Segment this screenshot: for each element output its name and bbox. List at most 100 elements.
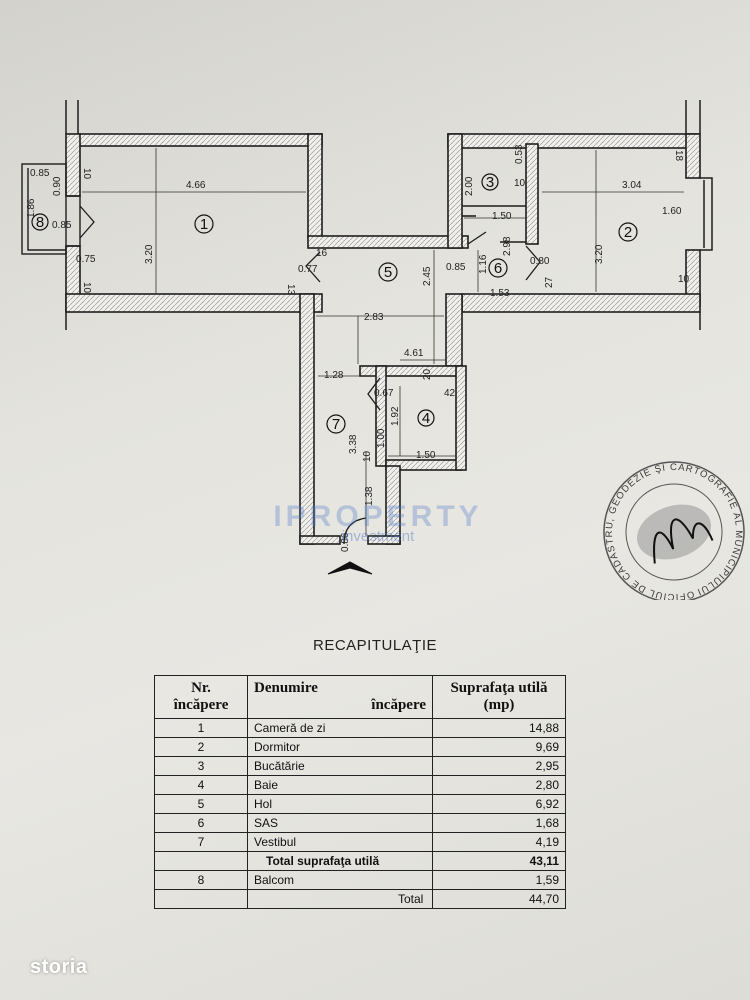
recap-table: Nr. încăpere Denumire încăpere Suprafaţa… bbox=[154, 675, 566, 909]
dim-label: 1.28 bbox=[324, 370, 344, 381]
dim-label: 0.85 bbox=[52, 220, 72, 231]
cell-nr: 5 bbox=[154, 794, 248, 814]
dim-label: 1.38 bbox=[364, 486, 375, 506]
dim-label: 2.45 bbox=[422, 266, 433, 286]
cell-name: Bucătărie bbox=[247, 756, 433, 776]
cell-name: Balcom bbox=[247, 870, 433, 890]
room-number-3: 3 bbox=[486, 174, 494, 191]
walls bbox=[65, 133, 701, 545]
dim-label: 4.61 bbox=[404, 348, 424, 359]
dim-label: 1.00 bbox=[376, 428, 387, 448]
cell-nr: 1 bbox=[154, 718, 248, 738]
header-text: încăpere bbox=[371, 697, 426, 713]
dim-label: 1.60 bbox=[662, 206, 682, 217]
cell-name: Total suprafaţa utilă bbox=[247, 851, 433, 871]
dim-label: 2.98 bbox=[502, 236, 513, 256]
room-number-1: 1 bbox=[200, 216, 208, 233]
dim-label: 1.50 bbox=[492, 211, 512, 222]
room-number-5: 5 bbox=[384, 264, 392, 281]
cell-name: Hol bbox=[247, 794, 433, 814]
dim-label: 0.77 bbox=[298, 264, 318, 275]
cell-area: 44,70 bbox=[432, 889, 566, 909]
dim-label: 2.83 bbox=[364, 312, 384, 323]
cell-area: 1,59 bbox=[432, 870, 566, 890]
dim-label: 3.20 bbox=[144, 244, 155, 264]
header-text: Nr. bbox=[191, 680, 211, 696]
dim-label: 16 bbox=[316, 248, 328, 259]
dim-label: 10 bbox=[678, 274, 690, 285]
dim-label: 0.67 bbox=[374, 388, 394, 399]
table-row: 6 SAS 1,68 bbox=[154, 813, 566, 833]
cell-area: 1,68 bbox=[432, 813, 566, 833]
header-text: încăpere bbox=[173, 697, 229, 713]
dim-label: 10 bbox=[362, 450, 373, 462]
dim-label: 0.86 bbox=[340, 532, 351, 552]
floor-plan: 1 2 3 4 5 6 7 8 4.66 3.20 10 10 13 0.77 … bbox=[0, 0, 750, 600]
room-number-6: 6 bbox=[494, 260, 502, 277]
cell-nr: 4 bbox=[154, 775, 248, 795]
dim-label: 3.04 bbox=[622, 180, 642, 191]
cell-area: 9,69 bbox=[432, 737, 566, 757]
dim-label: 0.75 bbox=[76, 254, 96, 265]
cell-name: Dormitor bbox=[247, 737, 433, 757]
cell-nr: 2 bbox=[154, 737, 248, 757]
table-row: 5 Hol 6,92 bbox=[154, 794, 566, 814]
entrance-arrow-icon bbox=[327, 561, 373, 575]
balcony-row: 8 Balcom 1,59 bbox=[154, 870, 566, 890]
cell-area: 6,92 bbox=[432, 794, 566, 814]
cell-nr bbox=[154, 851, 248, 871]
room-number-7: 7 bbox=[332, 416, 340, 433]
header-area: Suprafaţa utilă (mp) bbox=[432, 675, 566, 719]
cell-name: Baie bbox=[247, 775, 433, 795]
dim-label: 18 bbox=[673, 150, 684, 162]
header-name: Denumire încăpere bbox=[247, 675, 433, 719]
storia-logo: storia bbox=[30, 956, 88, 978]
table-row: 4 Baie 2,80 bbox=[154, 775, 566, 795]
room-number-2: 2 bbox=[624, 224, 632, 241]
dim-label: 1.53 bbox=[490, 288, 510, 299]
cell-name: Vestibul bbox=[247, 832, 433, 852]
table-row: 3 Bucătărie 2,95 bbox=[154, 756, 566, 776]
cell-name: Cameră de zi bbox=[247, 718, 433, 738]
dim-label: 10 bbox=[81, 168, 92, 180]
dim-label: 20 bbox=[422, 368, 433, 380]
cell-area: 2,95 bbox=[432, 756, 566, 776]
cell-area: 43,11 bbox=[432, 851, 566, 871]
dim-label: 1.16 bbox=[478, 254, 489, 274]
dim-label: 27 bbox=[544, 276, 555, 288]
table-row: 1 Cameră de zi 14,88 bbox=[154, 718, 566, 738]
dim-label: 0.90 bbox=[52, 176, 63, 196]
room-number-8: 8 bbox=[36, 214, 44, 231]
header-nr: Nr. încăpere bbox=[154, 675, 248, 719]
cell-area: 14,88 bbox=[432, 718, 566, 738]
dim-label: 1.92 bbox=[390, 406, 401, 426]
recap-title: RECAPITULAŢIE bbox=[312, 637, 438, 654]
subtotal-row: Total suprafaţa utilă 43,11 bbox=[154, 851, 566, 871]
table-row: 2 Dormitor 9,69 bbox=[154, 737, 566, 757]
dim-label: 10 bbox=[81, 282, 92, 294]
dimension-labels: 4.66 3.20 10 10 13 0.77 16 0.85 0.90 1.8… bbox=[26, 144, 690, 552]
cell-nr: 7 bbox=[154, 832, 248, 852]
dim-label: 2.00 bbox=[464, 176, 475, 196]
header-text: Denumire bbox=[254, 680, 318, 696]
dim-label: 0.85 bbox=[446, 262, 466, 273]
dim-label: 1.50 bbox=[416, 450, 436, 461]
dim-label: 13 bbox=[285, 284, 296, 296]
dim-label: 3.38 bbox=[348, 434, 359, 454]
cell-nr: 6 bbox=[154, 813, 248, 833]
cell-nr bbox=[154, 889, 248, 909]
cell-name: SAS bbox=[247, 813, 433, 833]
total-row: Total 44,70 bbox=[154, 889, 566, 909]
cell-name: Total bbox=[247, 889, 433, 909]
dim-label: 0.80 bbox=[530, 256, 550, 267]
dim-label: 1.86 bbox=[26, 198, 37, 218]
dim-label: 0.53 bbox=[514, 144, 525, 164]
dim-label: 42 bbox=[444, 388, 456, 399]
table-row: 7 Vestibul 4,19 bbox=[154, 832, 566, 852]
dim-label: 10 bbox=[514, 178, 526, 189]
cell-nr: 8 bbox=[154, 870, 248, 890]
table-header: Nr. încăpere Denumire încăpere Suprafaţa… bbox=[154, 675, 566, 719]
cell-area: 4,19 bbox=[432, 832, 566, 852]
header-text: (mp) bbox=[483, 697, 515, 713]
cell-area: 2,80 bbox=[432, 775, 566, 795]
